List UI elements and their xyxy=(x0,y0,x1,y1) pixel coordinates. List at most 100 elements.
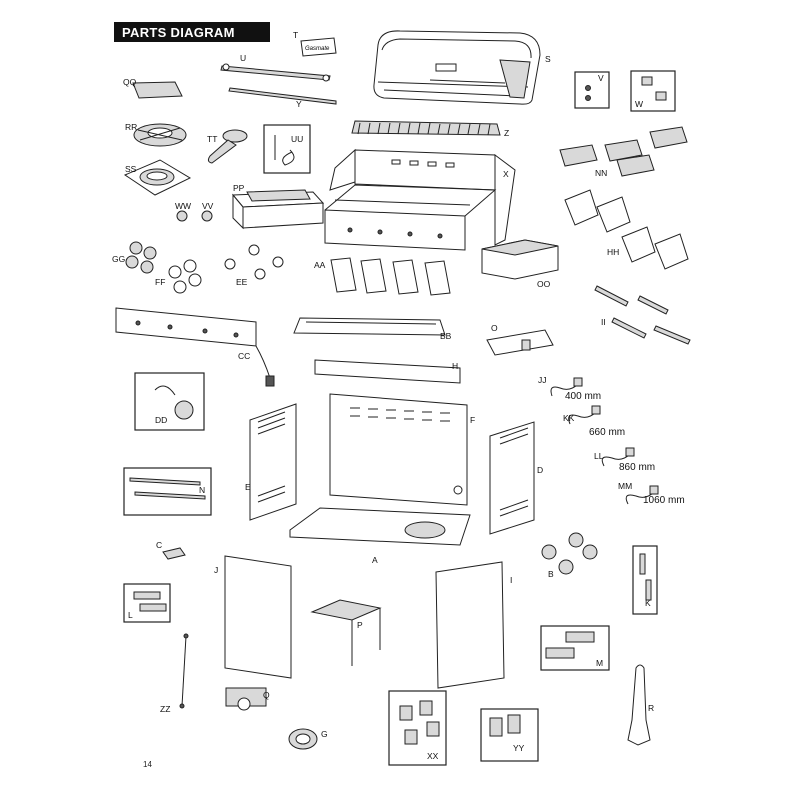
part-v-screws-box xyxy=(574,71,610,109)
label-o: O xyxy=(491,323,498,333)
part-s-hood xyxy=(373,30,541,105)
part-nn-cooking-grids xyxy=(559,126,688,177)
label-ss: SS xyxy=(125,164,137,174)
label-l: L xyxy=(128,610,133,620)
part-n-rails-box xyxy=(123,467,212,516)
label-c: C xyxy=(156,540,162,550)
label-y: Y xyxy=(296,99,302,109)
label-nn: NN xyxy=(595,168,607,178)
label-ii: II xyxy=(601,317,606,327)
length-ll: 860 mm xyxy=(619,462,655,473)
part-m-handles-box xyxy=(540,625,610,671)
label-b: B xyxy=(548,569,554,579)
label-f: F xyxy=(470,415,475,425)
label-uu: UU xyxy=(291,134,303,144)
part-k-hinges-box xyxy=(632,545,658,615)
part-l-brackets-box xyxy=(123,583,171,623)
part-kk-hose xyxy=(568,405,601,425)
part-o-grease-tray xyxy=(486,329,554,356)
part-ll-hose xyxy=(601,447,635,467)
label-h: H xyxy=(452,361,458,371)
label-u: U xyxy=(240,53,246,63)
part-z-warming-rack xyxy=(351,120,501,136)
part-aa-heat-tents xyxy=(330,257,451,296)
part-tt-burner-tube xyxy=(207,129,248,164)
label-mm: MM xyxy=(618,481,632,491)
length-jj: 400 mm xyxy=(565,391,601,402)
label-q: Q xyxy=(263,690,270,700)
label-t: T xyxy=(293,30,298,40)
part-i-right-door xyxy=(435,561,505,689)
label-rr: RR xyxy=(125,122,137,132)
label-k: K xyxy=(645,598,651,608)
label-tt: TT xyxy=(207,134,217,144)
diagram-title: PARTS DIAGRAM xyxy=(122,25,235,40)
part-h-crossbar xyxy=(314,359,461,384)
part-xx-feet-box xyxy=(388,690,447,766)
part-oo-rear-burner xyxy=(481,239,559,280)
part-bb-drip-tray xyxy=(293,317,446,336)
part-hh-flame-tamers xyxy=(564,189,689,270)
part-g-grommet xyxy=(288,728,318,750)
part-pp-side-burner-box xyxy=(231,189,325,230)
part-gg-control-knobs xyxy=(125,241,157,274)
part-ee-electrodes xyxy=(224,244,284,280)
part-jj-hose xyxy=(550,377,583,397)
label-ff: FF xyxy=(155,277,165,287)
label-z: Z xyxy=(504,128,509,138)
label-qq: QQ xyxy=(123,77,137,87)
part-f-back-panel xyxy=(329,393,468,506)
label-e: E xyxy=(245,482,251,492)
label-i: I xyxy=(510,575,512,585)
label-ww: WW xyxy=(175,201,191,211)
part-x-firebox xyxy=(324,148,516,251)
part-uu-igniter-box xyxy=(263,124,311,174)
label-s: S xyxy=(545,54,551,64)
label-a: A xyxy=(372,555,378,565)
part-qq-plate xyxy=(132,81,183,99)
part-dd-ignition-box xyxy=(134,372,205,431)
label-yy: YY xyxy=(513,743,525,753)
label-v: V xyxy=(598,73,604,83)
label-ee: EE xyxy=(236,277,248,287)
page-number: 14 xyxy=(143,760,152,769)
part-mm-hose xyxy=(625,485,659,505)
part-d-right-side-panel xyxy=(489,421,535,535)
part-e-left-side-panel xyxy=(249,403,297,521)
part-y-rod xyxy=(228,87,337,105)
part-ii-burners xyxy=(594,285,691,345)
label-x: X xyxy=(503,169,509,179)
label-aa: AA xyxy=(314,260,326,270)
part-r-grill-tool xyxy=(627,664,651,746)
label-oo: OO xyxy=(537,279,551,289)
length-kk: 660 mm xyxy=(589,427,625,438)
part-cc-control-panel xyxy=(115,307,275,387)
part-vv-knob xyxy=(201,210,213,222)
label-kk: KK xyxy=(563,413,575,423)
label-m: M xyxy=(596,658,603,668)
part-ff-bezels xyxy=(168,259,202,294)
part-w-clips-box xyxy=(630,70,676,112)
label-g: G xyxy=(321,729,328,739)
part-b-casters xyxy=(541,532,598,575)
part-p-rack xyxy=(310,599,382,666)
label-p: P xyxy=(357,620,363,630)
badge-brand-text: Gasmate xyxy=(305,46,330,52)
label-bb: BB xyxy=(440,331,452,341)
label-j: J xyxy=(214,565,218,575)
part-ww-knob xyxy=(176,210,188,222)
label-zz: ZZ xyxy=(160,704,170,714)
label-xx: XX xyxy=(427,751,439,761)
part-t-badge: Gasmate xyxy=(300,37,337,57)
part-zz-electrode-wire xyxy=(179,633,189,709)
part-u-handle xyxy=(220,63,331,82)
label-d: D xyxy=(537,465,543,475)
label-pp: PP xyxy=(233,183,245,193)
part-q-regulator xyxy=(225,687,267,711)
label-n: N xyxy=(199,485,205,495)
title-bar: PARTS DIAGRAM xyxy=(114,22,270,42)
label-w: W xyxy=(635,99,643,109)
length-mm: 1060 mm xyxy=(643,495,685,506)
part-labels: T S U Y QQ V W RR TT UU Z SS NN PP X WW … xyxy=(112,30,685,761)
